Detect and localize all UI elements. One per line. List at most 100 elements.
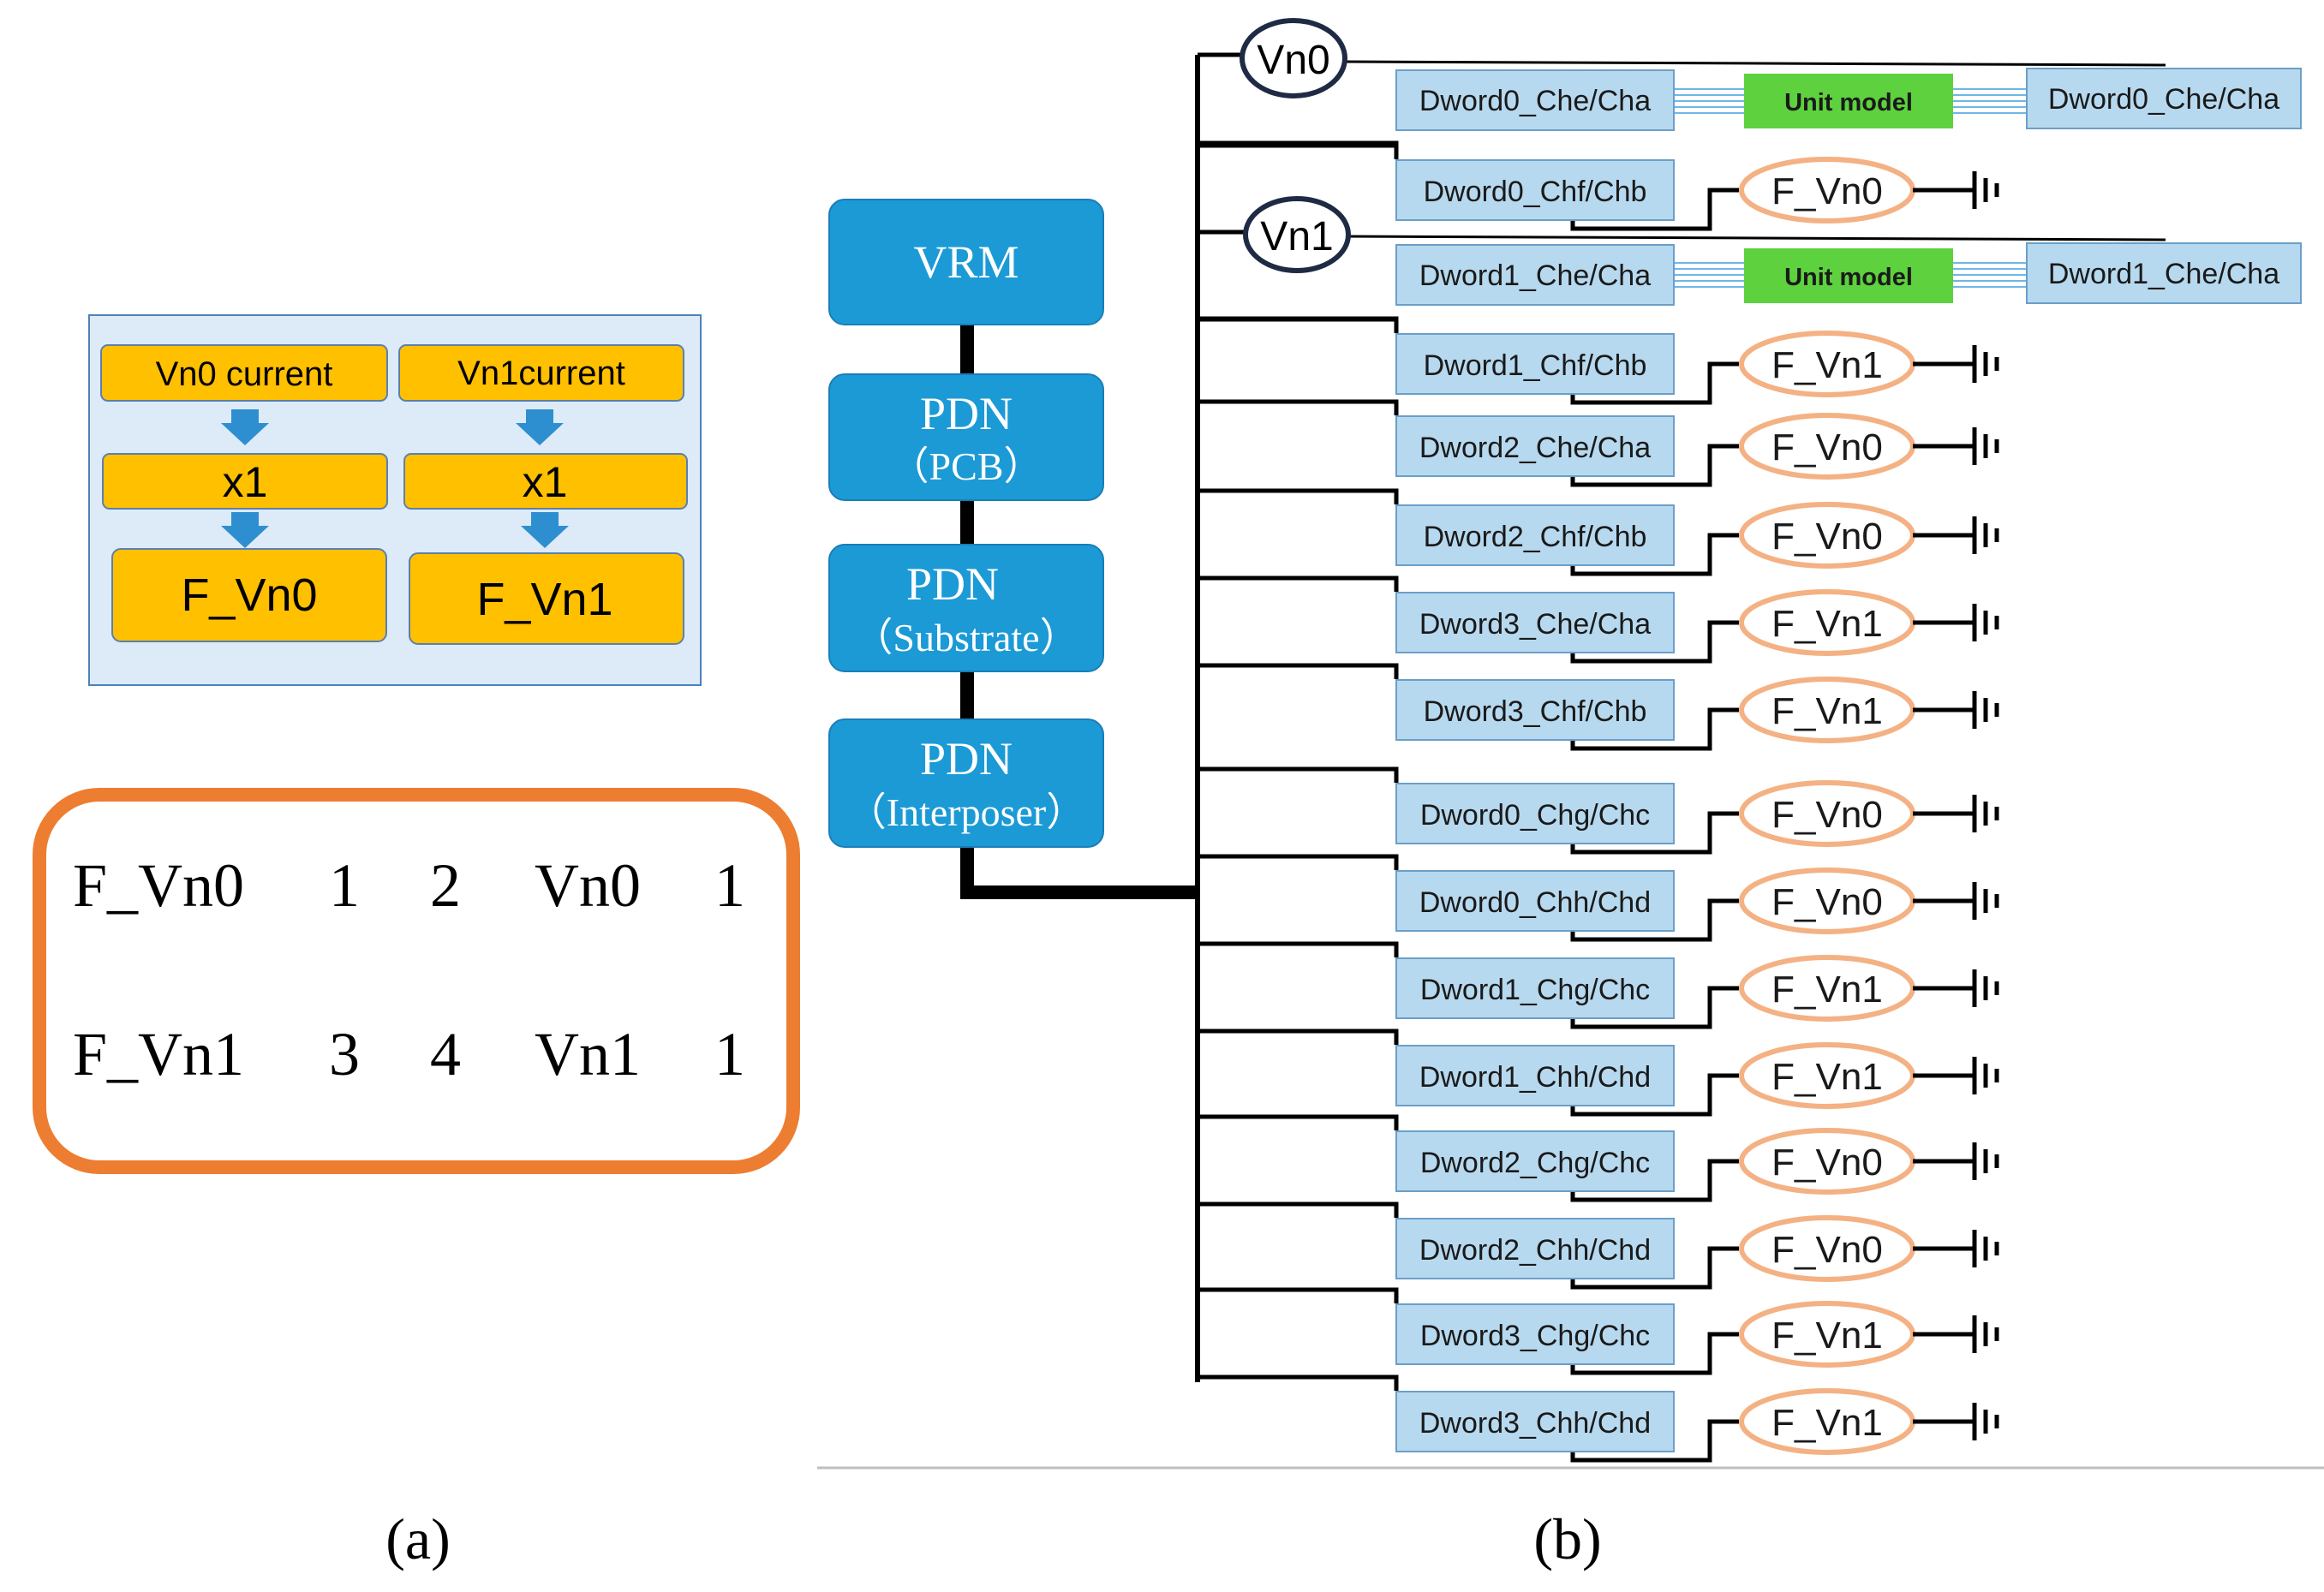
stack-vrm: VRM — [828, 199, 1104, 325]
current-source-label: F_Vn1 — [1771, 1402, 1883, 1444]
sense-node-vn1: Vn1 — [1243, 196, 2166, 273]
stack-subtitle: （Interposer） — [847, 790, 1085, 834]
current-source-label: F_Vn1 — [1771, 603, 1883, 645]
dword-box — [1395, 415, 1675, 477]
vn1-multiplier-label: x1 — [523, 458, 568, 506]
caption-a: (a) — [385, 1506, 450, 1571]
stack-title: PDN — [920, 388, 1013, 439]
stack-pdn-pcb: PDN （PCB） — [828, 373, 1104, 501]
dword-label: Dword0_Chh/Chd — [1419, 886, 1651, 919]
ground-icon — [1972, 345, 1999, 383]
dword-label: Dword1_Che/Cha — [2048, 258, 2279, 290]
f-vn0-source-box — [111, 548, 387, 642]
ground-icon — [1972, 691, 1999, 729]
netlist-name: F_Vn0 — [73, 851, 244, 920]
netlist-row-1: F_Vn1 3 4 Vn1 1 — [73, 1020, 745, 1088]
current-source-label: F_Vn0 — [1771, 516, 1883, 557]
dword-label: Dword3_Chh/Chd — [1419, 1407, 1651, 1440]
dword-label: Dword0_Che/Cha — [2048, 83, 2279, 116]
source-row: Dword2_Chh/Chd F_Vn0 — [1198, 1201, 1999, 1290]
vn0-current-box — [100, 344, 388, 402]
netlist-node2: 2 — [430, 851, 461, 920]
dword-box — [1395, 333, 1675, 395]
current-source-label: F_Vn0 — [1771, 1229, 1883, 1271]
f-vn1-source-box — [409, 552, 684, 645]
unit-model-label: Unit model — [1784, 89, 1913, 116]
f-vn1-source-label: F_Vn1 — [476, 574, 612, 625]
unit-model-row: Dword1_Che/Cha Unit model Dword1_Che/Cha — [1198, 242, 2302, 323]
netlist-node2: 4 — [430, 1020, 461, 1088]
ground-icon — [1972, 882, 1999, 920]
stack-title: VRM — [913, 236, 1019, 288]
dword-box — [1395, 159, 1675, 221]
dword-label: Dword1_Chg/Chc — [1420, 974, 1650, 1006]
ground-icon — [1972, 171, 1999, 209]
dword-label: Dword3_Chg/Chc — [1420, 1320, 1650, 1352]
netlist-node1: 1 — [329, 851, 360, 920]
current-source-label: F_Vn1 — [1771, 969, 1883, 1011]
netlist-ref: Vn1 — [535, 1020, 641, 1088]
stack-pdn-substrate: PDN （Substrate） — [828, 544, 1104, 672]
netlist-ref: Vn0 — [535, 851, 641, 920]
vn1-current-box — [398, 344, 684, 402]
sense-node-vn0: Vn0 — [1240, 18, 2166, 98]
source-row: Dword2_Chf/Chb F_Vn0 — [1198, 488, 1999, 576]
vn0-multiplier-box — [102, 453, 388, 510]
ground-icon — [1972, 427, 1999, 465]
dword-box — [1395, 1391, 1675, 1452]
dword-label: Dword0_Chf/Chb — [1424, 176, 1647, 208]
dword-label: Dword1_Chh/Chd — [1419, 1061, 1651, 1094]
stack-subtitle: （PCB） — [890, 444, 1043, 488]
ground-icon — [1972, 795, 1999, 832]
dword-box — [1395, 957, 1675, 1019]
netlist-row-0: F_Vn0 1 2 Vn0 1 — [73, 851, 745, 920]
ground-icon — [1972, 1403, 1999, 1440]
dword-label: Dword0_Chg/Chc — [1420, 799, 1650, 832]
dword-box — [1395, 1218, 1675, 1279]
current-source-label: F_Vn0 — [1771, 881, 1883, 923]
dword-box — [1395, 504, 1675, 566]
stack-subtitle: （Substrate） — [853, 616, 1078, 659]
ground-icon — [1972, 1315, 1999, 1353]
panel-a: Vn0 current x1 F_Vn0 Vn1current x1 F_Vn1… — [33, 314, 800, 1571]
sense-node-label: Vn0 — [1257, 38, 1329, 83]
dword-box — [1395, 783, 1675, 844]
dword-label: Dword2_Chh/Chd — [1419, 1234, 1651, 1267]
unit-model-label: Unit model — [1784, 264, 1913, 291]
dword-label: Dword0_Che/Cha — [1419, 85, 1651, 117]
vn0-current-label: Vn0 current — [156, 355, 333, 393]
dword-box — [1395, 1045, 1675, 1106]
dword-box — [1395, 679, 1675, 741]
ground-icon — [1972, 1230, 1999, 1267]
source-row: Dword1_Chg/Chc F_Vn1 — [1198, 941, 1999, 1029]
current-source-label: F_Vn0 — [1771, 170, 1883, 212]
stack-title: PDN — [920, 733, 1013, 784]
netlist-box — [33, 788, 800, 1174]
netlist-gain: 1 — [714, 1020, 745, 1088]
ground-icon — [1972, 1142, 1999, 1180]
vn1-current-label: Vn1current — [457, 355, 625, 392]
ground-icon — [1972, 969, 1999, 1007]
dword-label: Dword2_Chg/Chc — [1420, 1147, 1650, 1179]
source-row: Dword3_Chh/Chd F_Vn1 — [1198, 1374, 1999, 1463]
dword-label: Dword2_Chf/Chb — [1424, 521, 1647, 553]
current-source-label: F_Vn0 — [1771, 1142, 1883, 1184]
dword-label: Dword3_Chf/Chb — [1424, 695, 1647, 728]
netlist-name: F_Vn1 — [73, 1020, 244, 1088]
ground-icon — [1972, 516, 1999, 554]
vn1-multiplier-box — [403, 453, 688, 510]
dword-label: Dword1_Che/Cha — [1419, 259, 1651, 292]
vn0-multiplier-label: x1 — [223, 458, 268, 506]
stack-pdn-interposer: PDN （Interposer） — [828, 718, 1104, 848]
caption-b: (b) — [1533, 1506, 1601, 1571]
dword-box — [1395, 592, 1675, 653]
dword-label: Dword1_Chf/Chb — [1424, 349, 1647, 382]
